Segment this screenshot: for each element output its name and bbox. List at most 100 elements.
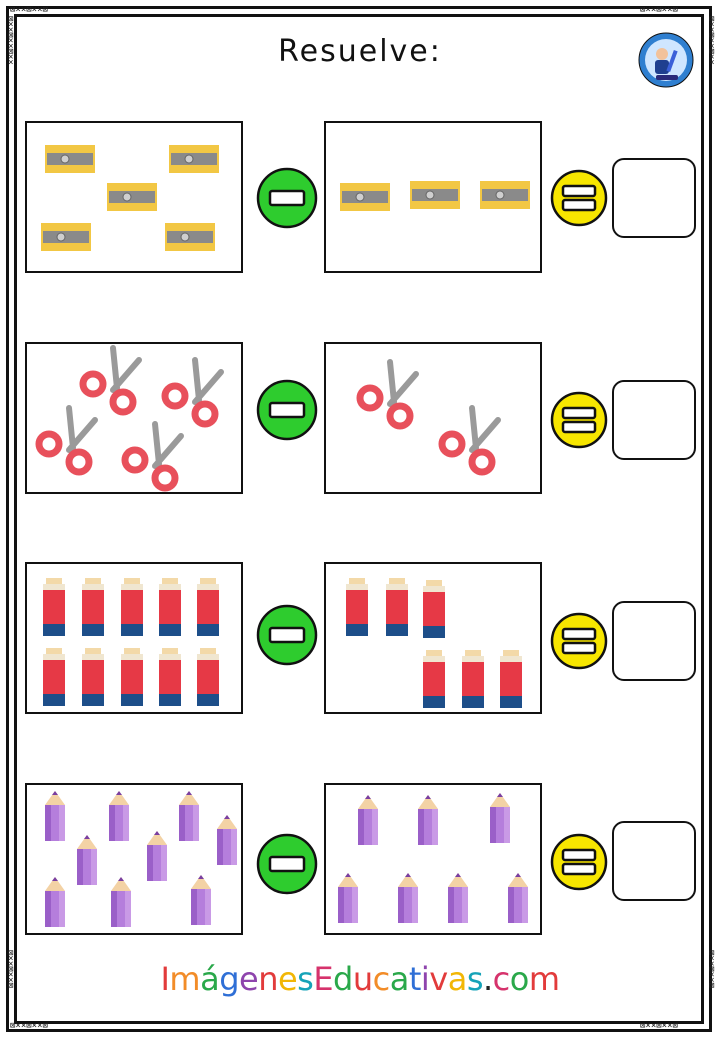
sharpener-icon — [169, 145, 219, 173]
glue-stick-icon — [500, 650, 522, 708]
glue-stick-icon — [43, 648, 65, 706]
scissors-icon — [121, 421, 184, 492]
scissors-icon — [161, 357, 224, 428]
publisher-logo-icon — [638, 32, 694, 88]
purple-pencil-icon — [217, 815, 237, 865]
page-title: Resuelve: — [278, 34, 442, 69]
purple-pencil-icon — [490, 793, 510, 843]
site-watermark-letter: s — [466, 960, 484, 998]
glue-stick-icon — [386, 578, 408, 636]
glue-stick-icon — [159, 578, 181, 636]
minus-sign-icon — [256, 833, 318, 895]
minus-sign-icon — [256, 379, 318, 441]
purple-pencil-icon — [147, 831, 167, 881]
purple-pencil-icon — [45, 877, 65, 927]
equals-sign-icon — [550, 612, 608, 670]
answer-box-2[interactable] — [612, 380, 696, 460]
site-watermark-letter: m — [169, 960, 201, 998]
purple-pencil-icon — [45, 791, 65, 841]
glue-stick-icon — [423, 580, 445, 638]
glue-stick-icon — [82, 578, 104, 636]
minuend-box-pencils — [25, 783, 243, 935]
site-watermark-letter: s — [297, 960, 314, 998]
purple-pencil-icon — [338, 873, 358, 923]
site-watermark[interactable]: ImágenesEducativas.com — [0, 960, 720, 998]
site-watermark-letter: o — [509, 960, 530, 998]
purple-pencil-icon — [398, 873, 418, 923]
sharpener-icon — [41, 223, 91, 251]
scissors-icon — [356, 359, 419, 430]
purple-pencil-icon — [109, 791, 129, 841]
equals-sign-icon — [550, 391, 608, 449]
site-watermark-letter: v — [429, 960, 448, 998]
border-ornament-right-top: ⊠⨯⨯⊠⨯⨯⊠⨯⨯ — [706, 16, 716, 65]
answer-box-3[interactable] — [612, 601, 696, 681]
sharpener-icon — [107, 183, 157, 211]
answer-box-4[interactable] — [612, 821, 696, 901]
purple-pencil-icon — [179, 791, 199, 841]
sharpener-icon — [165, 223, 215, 251]
site-watermark-letter: n — [258, 960, 278, 998]
glue-stick-icon — [423, 650, 445, 708]
site-watermark-letter: E — [313, 960, 334, 998]
minuend-box-sharpeners — [25, 121, 243, 273]
site-watermark-letter: I — [160, 960, 170, 998]
site-watermark-letter: d — [333, 960, 353, 998]
subtrahend-box-pencils — [324, 783, 542, 935]
inner-border — [14, 14, 704, 1024]
minuend-box-glue-sticks — [25, 562, 243, 714]
glue-stick-icon — [159, 648, 181, 706]
border-ornament-bottom-left: ⊠⨯⨯⊠⨯⨯⊠ — [10, 1021, 48, 1031]
answer-box-1[interactable] — [612, 158, 696, 238]
border-ornament-right-bottom: ⊠⨯⨯⊠⨯⨯⊠ — [706, 950, 716, 988]
purple-pencil-icon — [418, 795, 438, 845]
sharpener-icon — [45, 145, 95, 173]
glue-stick-icon — [121, 578, 143, 636]
glue-stick-icon — [462, 650, 484, 708]
site-watermark-letter: á — [200, 960, 220, 998]
glue-stick-icon — [82, 648, 104, 706]
site-watermark-letter: e — [277, 960, 298, 998]
glue-stick-icon — [43, 578, 65, 636]
scissors-icon — [79, 345, 142, 416]
purple-pencil-icon — [358, 795, 378, 845]
border-ornament-left-top: ⊠⨯⨯⊠⨯⨯⊠⨯⨯ — [5, 16, 15, 65]
subtrahend-box-sharpeners — [324, 121, 542, 273]
subtrahend-box-glue-sticks — [324, 562, 542, 714]
glue-stick-icon — [197, 648, 219, 706]
site-watermark-letter: t — [408, 960, 422, 998]
purple-pencil-icon — [448, 873, 468, 923]
site-watermark-letter: g — [219, 960, 239, 998]
site-watermark-letter: i — [420, 960, 430, 998]
purple-pencil-icon — [111, 877, 131, 927]
purple-pencil-icon — [191, 875, 211, 925]
glue-stick-icon — [121, 648, 143, 706]
border-ornament-top-left: ⊠⨯⨯⊠⨯⨯⊠ — [10, 5, 48, 15]
minus-sign-icon — [256, 604, 318, 666]
sharpener-icon — [410, 181, 460, 209]
sharpener-icon — [480, 181, 530, 209]
equals-sign-icon — [550, 833, 608, 891]
outer-border — [6, 6, 712, 1032]
scissors-icon — [438, 405, 501, 476]
purple-pencil-icon — [77, 835, 97, 885]
site-watermark-letter: . — [483, 960, 493, 998]
site-watermark-letter: a — [447, 960, 468, 998]
minus-sign-icon — [256, 167, 318, 229]
site-watermark-letter: c — [372, 960, 391, 998]
border-ornament-bottom-right: ⊠⨯⨯⊠⨯⨯⊠ — [640, 1021, 678, 1031]
border-ornament-left-bottom: ⊠⨯⨯⊠⨯⨯⊠ — [5, 950, 15, 988]
glue-stick-icon — [197, 578, 219, 636]
site-watermark-letter: a — [389, 960, 410, 998]
purple-pencil-icon — [508, 873, 528, 923]
scissors-icon — [35, 405, 98, 476]
site-watermark-letter: m — [528, 960, 560, 998]
border-ornament-top-right: ⊠⨯⨯⊠⨯⨯⊠ — [640, 5, 678, 15]
equals-sign-icon — [550, 169, 608, 227]
minuend-box-scissors — [25, 342, 243, 494]
site-watermark-letter: e — [239, 960, 259, 998]
subtrahend-box-scissors — [324, 342, 542, 494]
sharpener-icon — [340, 183, 390, 211]
glue-stick-icon — [346, 578, 368, 636]
site-watermark-letter: u — [352, 960, 373, 998]
